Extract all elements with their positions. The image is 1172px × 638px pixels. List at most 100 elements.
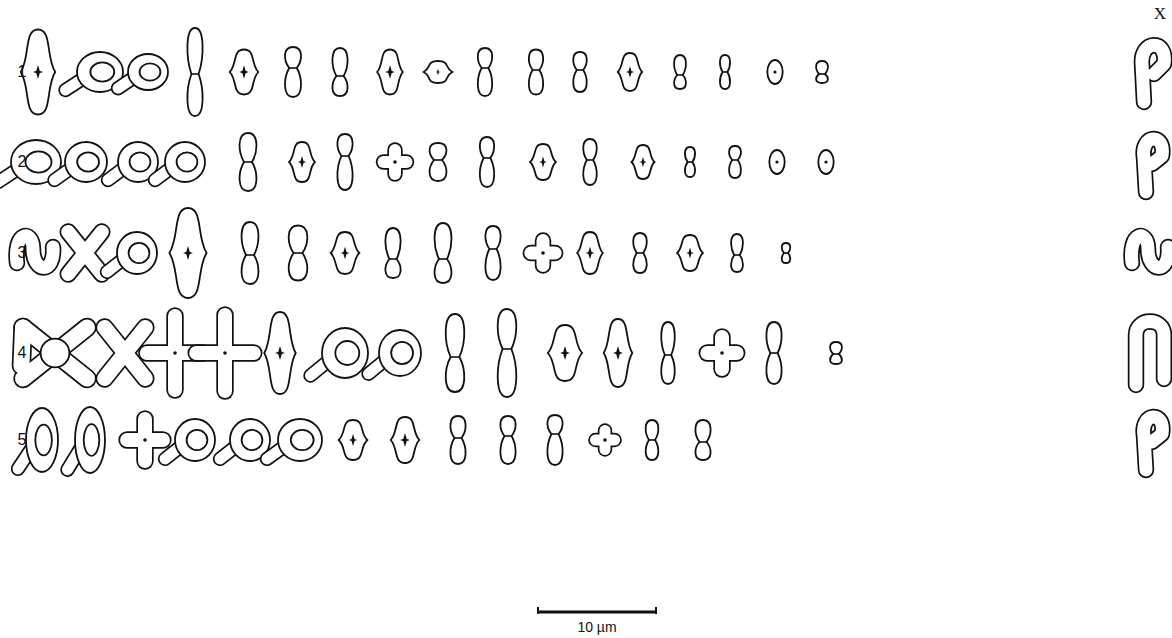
chromosome-rod	[498, 309, 517, 397]
centromere	[626, 66, 634, 77]
chromosome-body	[1142, 45, 1164, 102]
ring-outer	[65, 142, 107, 182]
centromere	[239, 65, 248, 79]
chromosome-rod	[480, 137, 494, 187]
chromosome	[377, 50, 403, 95]
scale-line	[538, 611, 656, 614]
chromosome	[661, 322, 674, 384]
chromosome	[500, 416, 515, 464]
row-number: 3	[18, 245, 27, 261]
chromosome	[331, 232, 360, 274]
centromere	[289, 67, 297, 69]
centromere-dot	[173, 351, 177, 355]
chromosome	[55, 142, 108, 182]
centromere	[400, 433, 410, 447]
chromosome	[383, 150, 406, 174]
chromosome-outline	[1142, 45, 1164, 102]
chromosome	[816, 61, 828, 83]
centromere	[244, 161, 252, 163]
row-number: 1	[18, 64, 27, 80]
chromosome	[782, 243, 790, 263]
chromosome	[289, 226, 308, 281]
chromosome	[1136, 322, 1164, 386]
chromosome-outline	[23, 327, 87, 378]
ring-outer	[117, 232, 157, 274]
chromosome	[107, 232, 157, 274]
chromosome-body	[1136, 322, 1164, 386]
chromosome	[707, 337, 736, 369]
chromosome-body	[23, 327, 87, 378]
chromosome	[595, 431, 614, 450]
chromosome	[391, 417, 420, 463]
ring-inner	[335, 341, 359, 365]
ring-outer	[165, 142, 205, 182]
chromosome	[169, 208, 206, 298]
chromosome	[769, 150, 784, 174]
ring-outer	[75, 407, 105, 473]
chromosome	[337, 134, 352, 190]
chromosome-rod	[337, 134, 352, 190]
chromosome-metacentric	[289, 142, 315, 182]
chromosome-dot	[767, 60, 782, 84]
chromosome-body	[595, 435, 614, 446]
chromosome-body	[127, 433, 163, 447]
scale-tick	[537, 607, 539, 614]
ring-inner	[140, 63, 161, 80]
chromosome	[633, 233, 646, 273]
chromosome-centre	[41, 339, 70, 368]
chromosome	[187, 28, 202, 116]
chromosome-rod	[661, 322, 674, 384]
chromosome	[1144, 139, 1163, 192]
ring-inner	[130, 152, 151, 171]
chromosome	[618, 53, 642, 91]
ring-inner	[187, 430, 208, 450]
chromosome	[285, 47, 301, 97]
centromere	[33, 65, 43, 79]
scale-tick	[655, 607, 657, 614]
centromere	[389, 258, 396, 260]
centromere-dot	[541, 251, 545, 255]
ring-inner	[242, 430, 263, 450]
chromosome	[1131, 236, 1168, 267]
centromere-dot	[393, 160, 397, 164]
chromosome	[646, 420, 659, 460]
chromosome	[529, 50, 543, 95]
chromosome	[264, 312, 295, 394]
chromosome	[424, 61, 453, 83]
chromosome-rod	[285, 47, 301, 97]
chromosome	[677, 235, 703, 271]
centromere	[294, 252, 303, 254]
chromosome-outline	[23, 327, 87, 378]
centromere	[349, 434, 357, 446]
chromosome	[242, 222, 259, 284]
chromosome-metacentric	[677, 235, 703, 271]
chromosome-outline	[16, 236, 53, 267]
chromosome-metacentric	[169, 208, 206, 298]
chromosome-rod	[242, 222, 259, 284]
centromere	[637, 252, 643, 254]
centromere-dot	[824, 160, 827, 163]
chromosome-rod	[500, 416, 515, 464]
chromosome	[118, 54, 168, 90]
chromosome-rod	[685, 147, 695, 177]
chromosome-outline	[127, 431, 163, 448]
ring-outer	[379, 330, 421, 376]
centromere	[639, 157, 646, 167]
centromere	[183, 246, 193, 260]
chromosome-rod	[529, 50, 543, 95]
chromosome-rod	[547, 415, 562, 465]
chromosome-dot	[769, 150, 784, 174]
chromosome	[830, 342, 842, 364]
chromosome-rod	[830, 342, 842, 364]
ring-inner	[35, 425, 52, 456]
chromosome-metacentric	[604, 319, 633, 387]
centromere	[819, 73, 825, 75]
chromosome	[155, 142, 205, 182]
centromere	[784, 252, 788, 254]
centromere	[439, 258, 447, 260]
ring-inner	[129, 243, 150, 263]
row-number: 2	[18, 154, 27, 170]
centromere	[482, 67, 489, 69]
